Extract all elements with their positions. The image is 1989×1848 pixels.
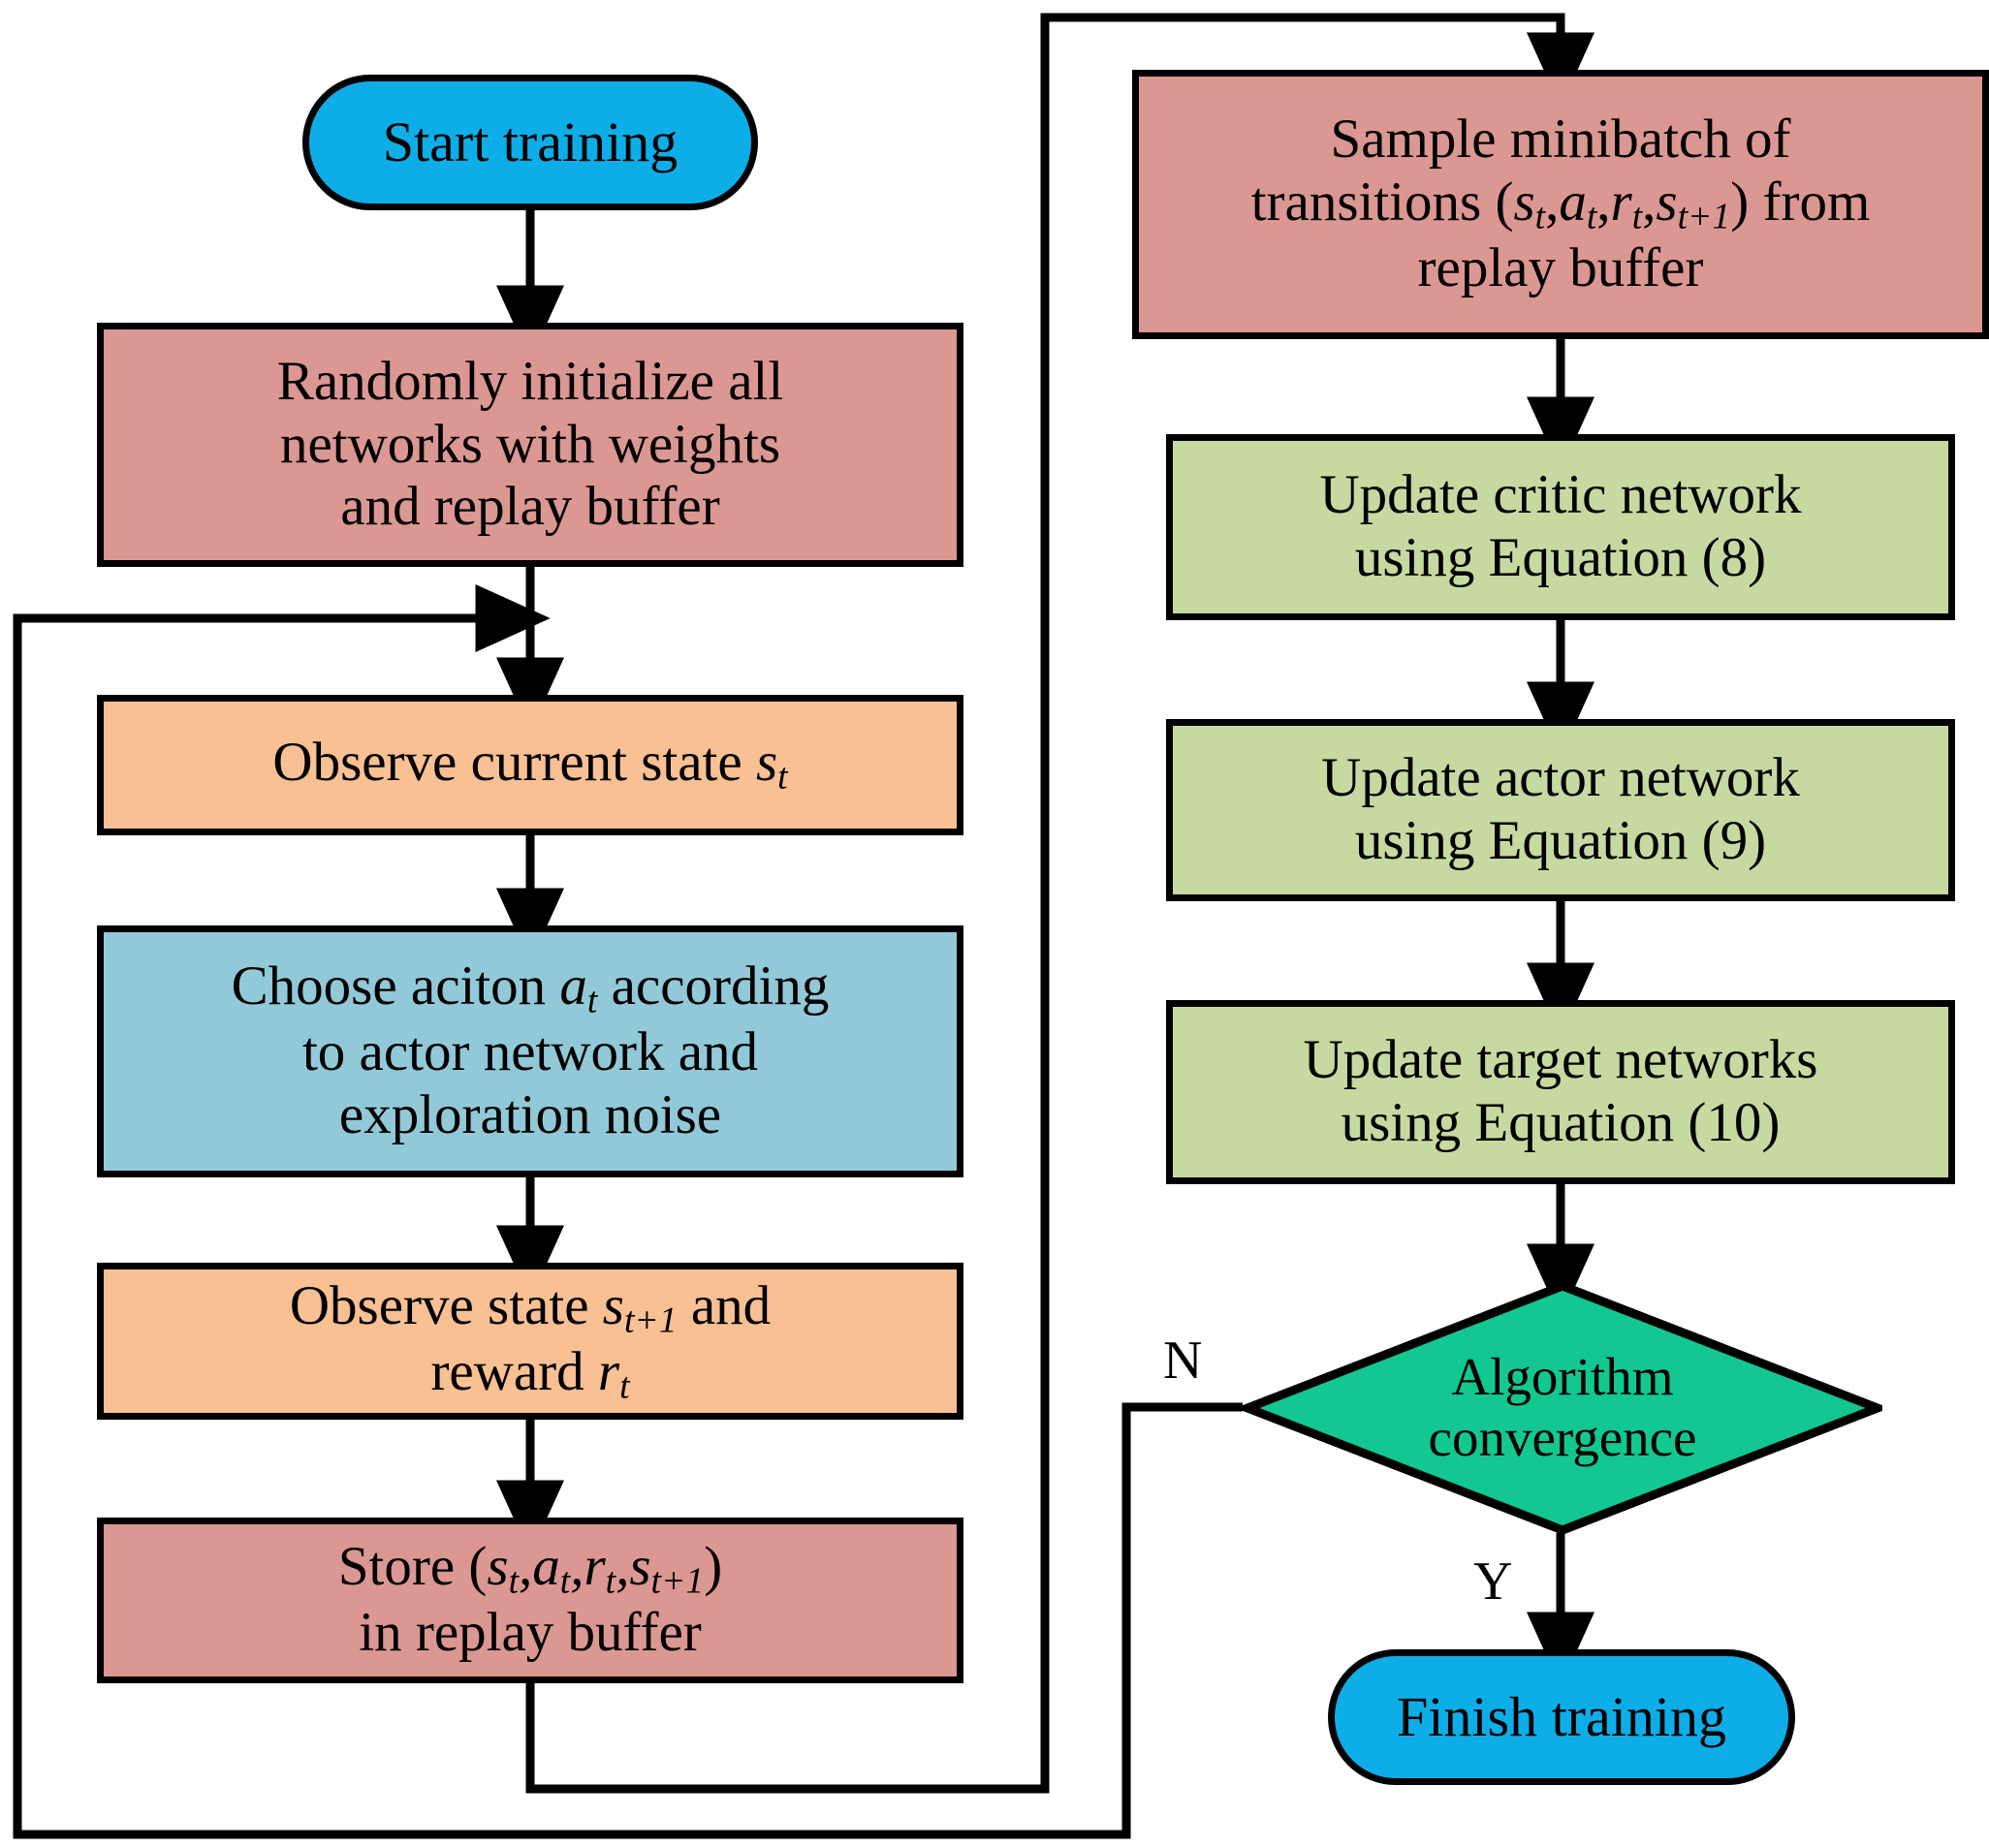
sample-comma-1: , [1545, 171, 1560, 233]
edge-label-no: N [1163, 1330, 1202, 1392]
update-critic-line2: using Equation (8) [1354, 527, 1767, 588]
sample-tuple: st,at,rt,st+1 [1513, 171, 1731, 237]
sample-line2-suffix: ) from [1730, 171, 1871, 233]
sample-line3: replay buffer [1417, 237, 1704, 299]
store-a: a [532, 1535, 560, 1597]
observe-current-prefix: Observe current state [272, 732, 756, 794]
choose-action-sub: t [586, 980, 598, 1021]
observe-next-line1a: Observe state [289, 1274, 603, 1336]
init-line-3: and replay buffer [340, 476, 720, 538]
store-s2: s [629, 1535, 651, 1597]
sample-a: a [1559, 171, 1587, 233]
sample-s1-sub: t [1534, 196, 1546, 237]
store-s1-sub: t [508, 1560, 520, 1602]
store-comma-2: , [570, 1535, 584, 1597]
choose-action-line1b: according [597, 955, 830, 1017]
node-finish-training[interactable]: Finish training [1328, 1649, 1795, 1785]
node-update-actor-network[interactable]: Update actor network using Equation (9) [1166, 719, 1955, 901]
branch-yes-text: Y [1473, 1551, 1513, 1612]
node-randomly-initialize[interactable]: Randomly initialize all networks with we… [97, 323, 963, 567]
update-critic-line1: Update critic network [1319, 464, 1802, 526]
observe-current-sub: t [777, 756, 788, 798]
randomly-initialize-label: Randomly initialize all networks with we… [104, 351, 957, 540]
node-update-critic-network[interactable]: Update critic network using Equation (8) [1166, 434, 1955, 620]
node-algorithm-convergence[interactable]: Algorithm convergence [1235, 1281, 1890, 1535]
observe-next-sub: t+1 [623, 1300, 678, 1341]
observe-next-var: s [602, 1274, 624, 1336]
store-r-sub: t [605, 1560, 616, 1602]
observe-next-label: Observe state st+1 and reward rt [104, 1275, 957, 1407]
node-observe-current-state[interactable]: Observe current state st [97, 695, 963, 835]
choose-action-line1a: Choose aciton [231, 955, 560, 1017]
node-start-training[interactable]: Start training [302, 75, 758, 210]
update-actor-line2: using Equation (9) [1354, 810, 1767, 871]
store-line1-prefix: Store ( [337, 1535, 488, 1597]
sample-comma-3: , [1642, 171, 1657, 233]
observe-next-line2a: reward [430, 1341, 598, 1402]
init-line-2: networks with weights [279, 413, 781, 475]
observe-next-line2-var: r [597, 1341, 620, 1402]
update-actor-line1: Update actor network [1321, 747, 1800, 809]
update-actor-label: Update actor network using Equation (9) [1173, 747, 1948, 873]
sample-a-sub: t [1586, 196, 1597, 237]
update-target-line1: Update target networks [1303, 1029, 1818, 1091]
update-target-label: Update target networks using Equation (1… [1173, 1029, 1948, 1155]
store-s2-sub: t+1 [650, 1560, 705, 1602]
branch-no-text: N [1163, 1331, 1203, 1391]
store-comma-3: , [616, 1535, 630, 1597]
convergence-line2: convergence [1428, 1408, 1697, 1467]
store-a-sub: t [559, 1560, 571, 1602]
edge-label-yes: Y [1473, 1550, 1512, 1613]
sample-r-sub: t [1631, 196, 1643, 237]
sample-line1: Sample minibatch of [1330, 108, 1791, 170]
store-r: r [584, 1535, 606, 1597]
finish-training-label: Finish training [1397, 1684, 1726, 1748]
init-line-1: Randomly initialize all [276, 350, 784, 412]
sample-s1: s [1513, 171, 1535, 233]
store-transition-label: Store (st,at,rt,st+1)in replay buffer [104, 1536, 957, 1665]
algorithm-convergence-label: Algorithm convergence [1243, 1281, 1882, 1535]
choose-action-line2: to actor network and [301, 1021, 759, 1083]
store-line2: in replay buffer [359, 1602, 702, 1664]
observe-current-var: s [755, 732, 778, 794]
choose-action-line3: exploration noise [338, 1084, 722, 1146]
update-target-line2: using Equation (10) [1341, 1092, 1781, 1153]
node-observe-next-state-reward[interactable]: Observe state st+1 and reward rt [97, 1263, 963, 1420]
sample-comma-2: , [1596, 171, 1611, 233]
update-critic-label: Update critic network using Equation (8) [1173, 464, 1948, 590]
start-training-label: Start training [382, 110, 679, 173]
convergence-line1: Algorithm [1451, 1347, 1674, 1407]
sample-s2: s [1656, 171, 1678, 233]
sample-line2-prefix: transitions ( [1250, 171, 1514, 233]
observe-current-state-label: Observe current state st [104, 732, 957, 798]
store-tuple: st,at,rt,st+1 [487, 1535, 704, 1601]
sample-s2-sub: t+1 [1677, 196, 1731, 237]
store-s1: s [487, 1535, 509, 1597]
choose-action-var: a [559, 955, 587, 1017]
store-line1-close: ) [704, 1535, 723, 1597]
observe-next-line2-sub: t [619, 1365, 630, 1407]
observe-next-line1b: and [677, 1274, 772, 1336]
node-update-target-networks[interactable]: Update target networks using Equation (1… [1166, 1000, 1955, 1184]
node-store-transition[interactable]: Store (st,at,rt,st+1)in replay buffer [97, 1518, 963, 1683]
sample-r: r [1610, 171, 1632, 233]
store-comma-1: , [519, 1535, 533, 1597]
